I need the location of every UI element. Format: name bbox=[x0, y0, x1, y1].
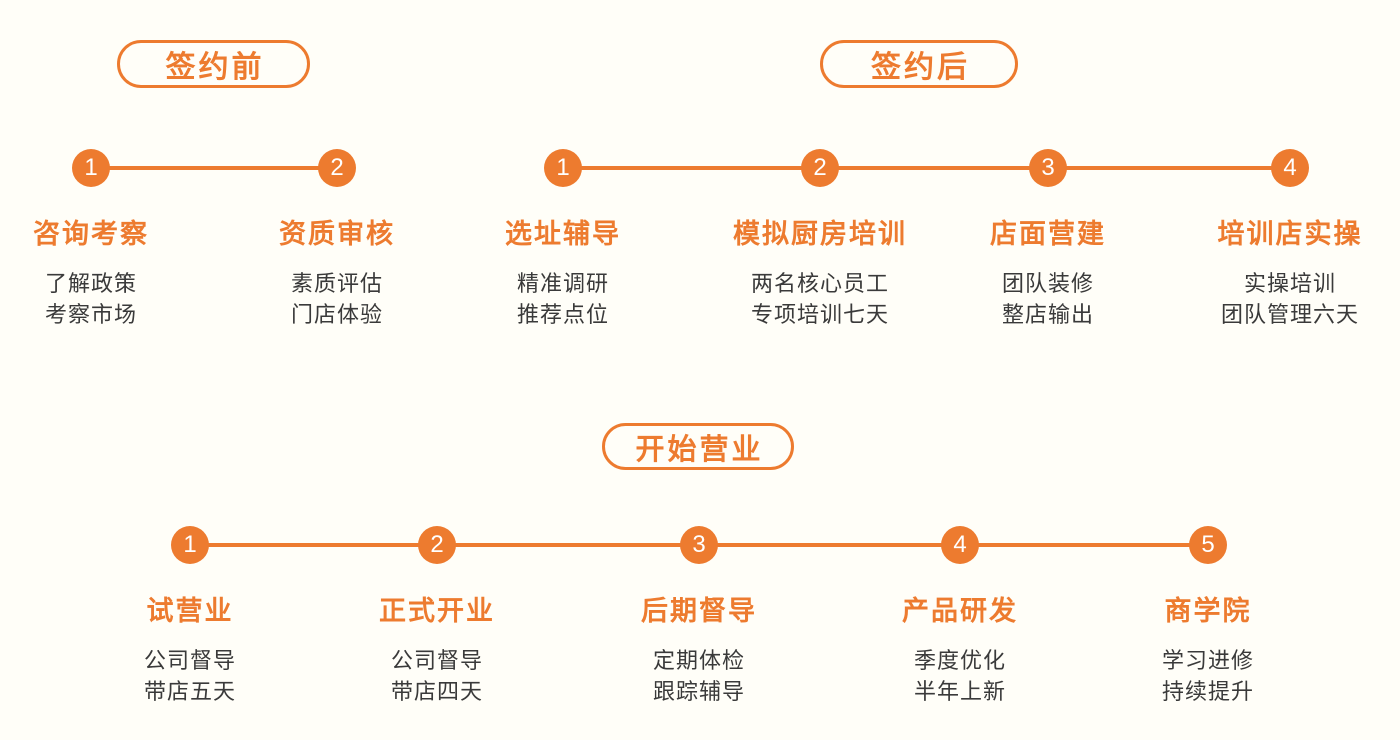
step-title: 选址辅导 bbox=[505, 219, 621, 249]
step-desc-line: 带店五天 bbox=[143, 679, 236, 704]
step-desc-line: 两名核心员工 bbox=[750, 271, 889, 296]
step-column: 资质审核 素质评估 门店体验 bbox=[217, 212, 457, 330]
step-title: 产品研发 bbox=[902, 596, 1018, 626]
step-marker: 1 bbox=[171, 526, 209, 564]
step-description: 团队装修 整店输出 bbox=[928, 268, 1168, 330]
step-number: 3 bbox=[1041, 154, 1055, 181]
step-marker: 2 bbox=[418, 526, 456, 564]
step-desc-line: 门店体验 bbox=[290, 302, 383, 327]
step-title: 模拟厨房培训 bbox=[733, 219, 907, 249]
step-desc-line: 考察市场 bbox=[44, 302, 137, 327]
step-title: 店面营建 bbox=[990, 219, 1106, 249]
section-header-opening: 开始营业 bbox=[602, 423, 794, 470]
step-desc-line: 团队管理六天 bbox=[1220, 302, 1359, 327]
step-marker: 4 bbox=[1271, 149, 1309, 187]
timeline-connector-before bbox=[91, 166, 337, 170]
section-header-after-signing: 签约后 bbox=[820, 40, 1018, 88]
step-desc-line: 公司督导 bbox=[143, 648, 236, 673]
section-header-before-signing: 签约前 bbox=[117, 40, 310, 88]
step-number: 4 bbox=[953, 531, 967, 558]
step-description: 公司督导 带店四天 bbox=[317, 645, 557, 707]
step-column: 商学院 学习进修 持续提升 bbox=[1088, 589, 1328, 707]
step-desc-line: 推荐点位 bbox=[516, 302, 609, 327]
step-title: 培训店实操 bbox=[1217, 219, 1363, 249]
step-number: 1 bbox=[84, 154, 98, 181]
step-description: 了解政策 考察市场 bbox=[0, 268, 211, 330]
step-desc-line: 季度优化 bbox=[913, 648, 1006, 673]
step-desc-line: 半年上新 bbox=[913, 679, 1006, 704]
step-desc-line: 持续提升 bbox=[1161, 679, 1254, 704]
step-desc-line: 精准调研 bbox=[516, 271, 609, 296]
step-desc-line: 定期体检 bbox=[652, 648, 745, 673]
section-header-label: 开始营业 bbox=[635, 433, 764, 466]
section-header-label: 签约后 bbox=[871, 51, 970, 84]
step-marker: 2 bbox=[318, 149, 356, 187]
step-desc-line: 团队装修 bbox=[1001, 271, 1094, 296]
step-desc-line: 实操培训 bbox=[1243, 271, 1336, 296]
step-number: 2 bbox=[330, 154, 344, 181]
step-description: 公司督导 带店五天 bbox=[70, 645, 310, 707]
timeline-connector-after bbox=[563, 166, 1290, 170]
step-column: 后期督导 定期体检 跟踪辅导 bbox=[579, 589, 819, 707]
step-description: 两名核心员工 专项培训七天 bbox=[700, 268, 940, 330]
step-title: 商学院 bbox=[1164, 596, 1252, 626]
step-desc-line: 跟踪辅导 bbox=[652, 679, 745, 704]
step-desc-line: 了解政策 bbox=[44, 271, 137, 296]
step-desc-line: 专项培训七天 bbox=[750, 302, 889, 327]
step-marker: 1 bbox=[544, 149, 582, 187]
step-column: 选址辅导 精准调研 推荐点位 bbox=[443, 212, 683, 330]
step-number: 2 bbox=[813, 154, 827, 181]
step-column: 咨询考察 了解政策 考察市场 bbox=[0, 212, 211, 330]
step-number: 4 bbox=[1283, 154, 1297, 181]
step-marker: 3 bbox=[680, 526, 718, 564]
step-column: 培训店实操 实操培训 团队管理六天 bbox=[1170, 212, 1400, 330]
step-number: 1 bbox=[183, 531, 197, 558]
step-number: 5 bbox=[1201, 531, 1215, 558]
step-title: 正式开业 bbox=[379, 596, 495, 626]
step-title: 咨询考察 bbox=[33, 219, 149, 249]
section-header-label: 签约前 bbox=[165, 51, 265, 84]
step-marker: 1 bbox=[72, 149, 110, 187]
step-marker: 2 bbox=[801, 149, 839, 187]
step-desc-line: 学习进修 bbox=[1161, 648, 1254, 673]
step-column: 正式开业 公司督导 带店四天 bbox=[317, 589, 557, 707]
step-desc-line: 公司督导 bbox=[390, 648, 483, 673]
step-desc-line: 带店四天 bbox=[390, 679, 483, 704]
step-title: 资质审核 bbox=[279, 219, 395, 249]
step-desc-line: 整店输出 bbox=[1001, 302, 1094, 327]
step-column: 试营业 公司督导 带店五天 bbox=[70, 589, 310, 707]
step-number: 3 bbox=[692, 531, 706, 558]
step-title: 试营业 bbox=[146, 596, 234, 626]
step-number: 1 bbox=[556, 154, 570, 181]
step-marker: 4 bbox=[941, 526, 979, 564]
step-description: 定期体检 跟踪辅导 bbox=[579, 645, 819, 707]
step-desc-line: 素质评估 bbox=[290, 271, 383, 296]
step-description: 学习进修 持续提升 bbox=[1088, 645, 1328, 707]
step-column: 产品研发 季度优化 半年上新 bbox=[840, 589, 1080, 707]
step-marker: 3 bbox=[1029, 149, 1067, 187]
step-column: 店面营建 团队装修 整店输出 bbox=[928, 212, 1168, 330]
step-marker: 5 bbox=[1189, 526, 1227, 564]
step-title: 后期督导 bbox=[641, 596, 757, 626]
step-description: 季度优化 半年上新 bbox=[840, 645, 1080, 707]
step-number: 2 bbox=[430, 531, 444, 558]
step-column: 模拟厨房培训 两名核心员工 专项培训七天 bbox=[700, 212, 940, 330]
step-description: 实操培训 团队管理六天 bbox=[1170, 268, 1400, 330]
step-description: 素质评估 门店体验 bbox=[217, 268, 457, 330]
step-description: 精准调研 推荐点位 bbox=[443, 268, 683, 330]
